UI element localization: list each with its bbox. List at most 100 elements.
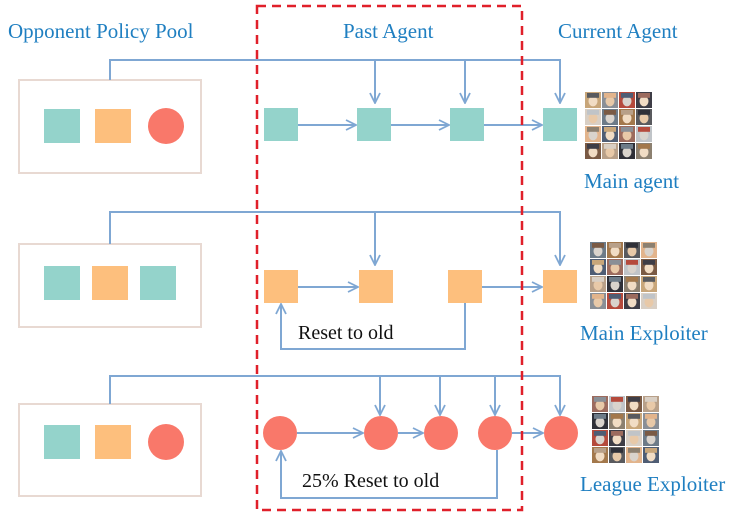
pool-orange-square (92, 266, 128, 300)
portrait-hair (643, 294, 655, 299)
portrait-hair (645, 448, 657, 453)
portrait-face (627, 280, 637, 291)
portrait-hair (645, 414, 657, 419)
portrait-hair (587, 93, 599, 98)
past-agent-node (359, 270, 393, 303)
pool-feedback-line (109, 211, 560, 265)
portrait-hair (604, 144, 616, 149)
portrait-face (605, 147, 615, 158)
portrait-face (629, 434, 639, 445)
portrait-hair (592, 243, 604, 248)
past-agent-node (450, 108, 484, 141)
portrait-face (646, 434, 656, 445)
portrait-face (612, 400, 622, 411)
portrait-face (605, 96, 615, 107)
portrait-hair (604, 110, 616, 115)
character-portrait-grid-icon (585, 92, 652, 159)
portrait-hair (587, 144, 599, 149)
pool-red-circle (148, 424, 184, 460)
pool-teal-square (44, 109, 80, 143)
row-label: Main Exploiter (580, 321, 708, 345)
portrait-face (605, 130, 615, 141)
portrait-hair (638, 144, 650, 149)
portrait-hair (604, 127, 616, 132)
portrait-hair (628, 431, 640, 436)
portrait-face (595, 434, 605, 445)
portrait-hair (594, 414, 606, 419)
past-agent-node (478, 416, 512, 450)
portrait-hair (611, 431, 623, 436)
portrait-hair (587, 127, 599, 132)
portrait-hair (592, 277, 604, 282)
portrait-hair (594, 431, 606, 436)
reset-arrow (281, 450, 498, 499)
portrait-face (639, 130, 649, 141)
header-current-agent: Current Agent (558, 19, 678, 43)
portrait-face (612, 434, 622, 445)
portrait-hair (604, 93, 616, 98)
portrait-face (593, 263, 603, 274)
past-agent-node (424, 416, 458, 450)
pool-feedback-line (109, 375, 560, 415)
row-main-exploiter: Reset to old Main Exploiter (18, 211, 708, 350)
portrait-face (610, 246, 620, 257)
portrait-face (629, 417, 639, 428)
portrait-hair (628, 448, 640, 453)
pool-teal-square (44, 425, 80, 459)
portrait-hair (643, 260, 655, 265)
reset-label: 25% Reset to old (302, 470, 439, 492)
portrait-hair (611, 448, 623, 453)
row-label: Main agent (584, 169, 679, 193)
portrait-hair (638, 110, 650, 115)
row-main-agent: Main agent (18, 59, 679, 193)
pool-orange-square (95, 109, 131, 143)
portrait-hair (609, 277, 621, 282)
past-agent-node (357, 108, 391, 141)
portrait-hair (626, 260, 638, 265)
portrait-hair (609, 243, 621, 248)
past-agent-node (448, 270, 482, 303)
header-opponent-policy-pool: Opponent Policy Pool (8, 19, 194, 43)
portrait-face (646, 417, 656, 428)
portrait-hair (628, 397, 640, 402)
portrait-face (639, 113, 649, 124)
portrait-face (595, 400, 605, 411)
reset-label: Reset to old (298, 322, 394, 344)
portrait-face (588, 130, 598, 141)
portrait-face (593, 297, 603, 308)
row-league-exploiter: 25% Reset to old League Exploiter (18, 375, 725, 499)
portrait-face (622, 147, 632, 158)
reset-arrow (281, 303, 466, 350)
portrait-hair (626, 277, 638, 282)
current-agent-node (543, 270, 577, 303)
past-agent-node (364, 416, 398, 450)
portrait-face (612, 417, 622, 428)
portrait-face (644, 246, 654, 257)
portrait-hair (638, 127, 650, 132)
header-past-agent: Past Agent (343, 19, 434, 43)
portrait-face (610, 297, 620, 308)
portrait-face (595, 451, 605, 462)
portrait-face (629, 400, 639, 411)
past-agent-node (264, 270, 298, 303)
portrait-face (639, 96, 649, 107)
pool-orange-square (95, 425, 131, 459)
portrait-hair (645, 431, 657, 436)
portrait-face (610, 263, 620, 274)
portrait-hair (611, 397, 623, 402)
row-label: League Exploiter (580, 472, 725, 496)
portrait-face (627, 297, 637, 308)
portrait-hair (609, 260, 621, 265)
portrait-hair (621, 93, 633, 98)
pool-teal-square (44, 266, 80, 300)
portrait-face (595, 417, 605, 428)
portrait-face (588, 96, 598, 107)
portrait-face (622, 96, 632, 107)
pool-red-circle (148, 108, 184, 144)
character-portrait-grid-icon (590, 242, 657, 309)
portrait-face (622, 113, 632, 124)
current-agent-node (544, 416, 578, 450)
past-agent-node (264, 108, 298, 141)
portrait-hair (609, 294, 621, 299)
portrait-hair (592, 260, 604, 265)
